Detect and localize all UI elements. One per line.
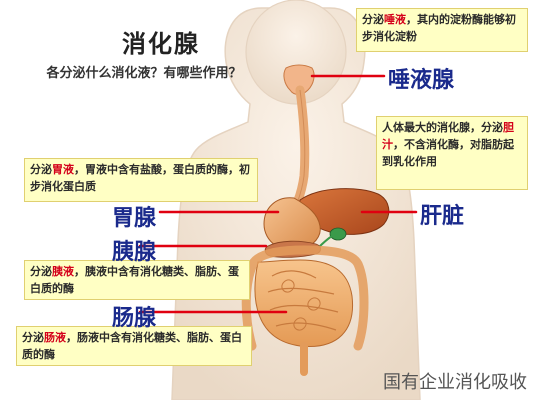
label-liver: 肝脏 (420, 204, 465, 229)
question-text: 各分泌什么消化液？有哪些作用？ (46, 66, 242, 81)
watermark-caption: 国有企业消化吸收 (383, 372, 527, 393)
label-saliva: 唾液腺 (388, 68, 455, 93)
page-title: 消化腺 (122, 29, 200, 58)
note-gastric: 分泌胃液，胃液中含有盐酸，蛋白质的酶，初步消化蛋白质 (24, 158, 258, 202)
note-pancreas: 分泌胰液，胰液中含有消化糖类、脂肪、蛋白质的酶 (24, 260, 250, 300)
note-saliva: 分泌唾液，其内的淀粉酶能够初步消化淀粉 (356, 8, 528, 52)
label-gastric: 胃腺 (112, 206, 157, 231)
note-liver: 人体最大的消化腺，分泌胆汁，不含消化酶，对脂肪起到乳化作用 (376, 116, 528, 190)
pointer-arrows (138, 74, 418, 314)
note-intestine: 分泌肠液，肠液中含有消化糖类、脂肪、蛋白质的酶 (16, 326, 252, 366)
label-pancreas: 胰腺 (112, 240, 157, 265)
label-intestine: 肠腺 (112, 306, 157, 331)
mouth-pharynx (283, 64, 315, 95)
gall-bladder (329, 227, 347, 241)
small-intestine (254, 259, 354, 347)
